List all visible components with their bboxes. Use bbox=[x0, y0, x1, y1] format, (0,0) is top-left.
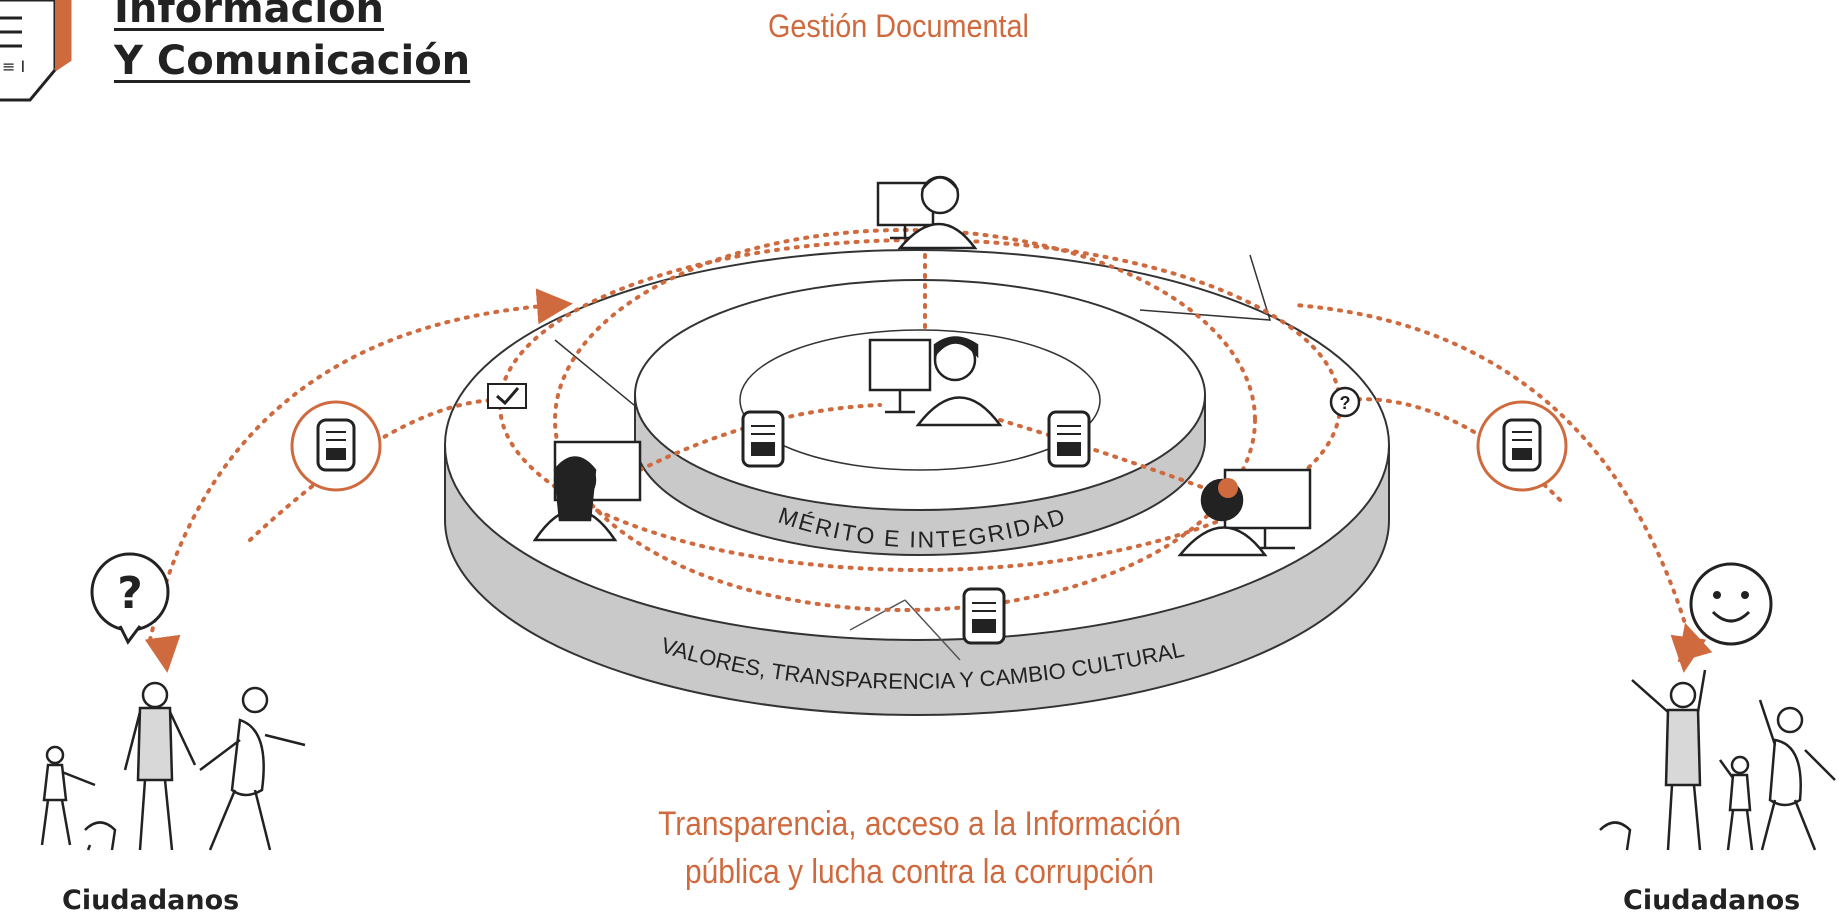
subtitle: Gestión Documental bbox=[768, 8, 1029, 44]
small-question-icon: ? bbox=[1329, 386, 1361, 418]
footer-line-1: Transparencia, acceso a la Información bbox=[658, 805, 1181, 843]
book-logo-icon: ≡ I bbox=[0, 0, 72, 102]
person-center-computer-icon bbox=[868, 336, 1003, 427]
person-left-computer-icon bbox=[532, 440, 642, 542]
question-bubble-icon: ? bbox=[90, 552, 170, 645]
document-icon-inner-left bbox=[741, 410, 785, 468]
document-circle-left-icon bbox=[290, 400, 382, 492]
person-top-computer-icon bbox=[876, 175, 978, 250]
document-icon-outer-bottom bbox=[962, 587, 1006, 645]
inner-ring bbox=[634, 279, 1206, 556]
person-right-computer-icon bbox=[1177, 468, 1312, 557]
title-line-1: Información bbox=[114, 0, 385, 32]
citizens-right-label: Ciudadanos bbox=[1623, 885, 1801, 916]
document-icon-inner-right bbox=[1047, 410, 1091, 468]
citizens-right-illustration-icon bbox=[1599, 669, 1836, 851]
smiley-face-icon bbox=[1689, 562, 1773, 646]
svg-text:?: ? bbox=[117, 568, 143, 619]
svg-text:≡ I: ≡ I bbox=[2, 57, 25, 76]
document-circle-right-icon bbox=[1476, 400, 1568, 492]
svg-text:?: ? bbox=[1340, 393, 1351, 413]
citizens-left-illustration-icon bbox=[40, 681, 306, 851]
citizens-left-label: Ciudadanos bbox=[62, 885, 240, 916]
footer-line-2: pública y lucha contra la corrupción bbox=[684, 853, 1155, 891]
title-line-2: Y Comunicación bbox=[114, 38, 471, 84]
checkbox-icon bbox=[487, 383, 527, 409]
